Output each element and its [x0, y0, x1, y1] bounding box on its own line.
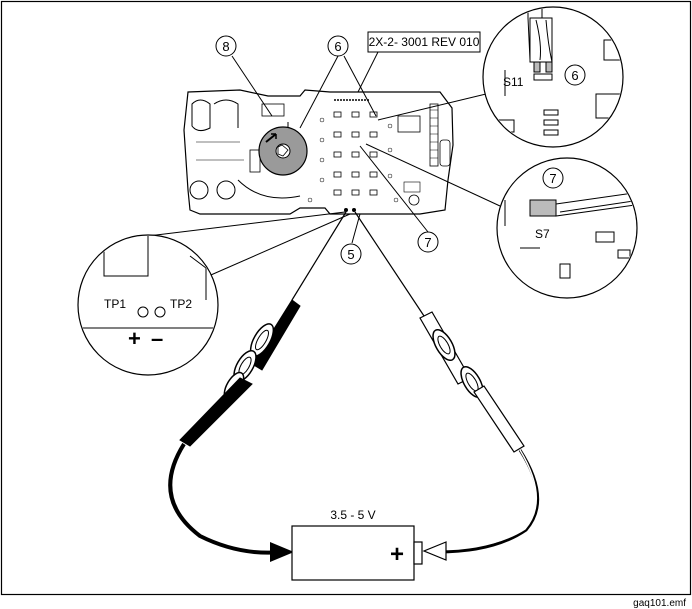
svg-text:7: 7 — [424, 235, 431, 250]
black-probe — [168, 211, 347, 562]
board-label: 2X-2- 3001 REV 010 — [367, 31, 481, 53]
svg-text:6: 6 — [334, 39, 341, 54]
tp2-label: TP2 — [170, 297, 192, 311]
tp-minus-sign: – — [151, 326, 163, 351]
tp1-label: TP1 — [104, 297, 126, 311]
inset-tp-leader-bottom — [203, 213, 351, 279]
figure-reference: gaq101.emf — [633, 598, 686, 609]
callout-6-inset: 6 — [571, 68, 578, 83]
supply-voltage: 3.5 - 5 V — [330, 508, 375, 522]
figure-frame — [0, 0, 692, 596]
svg-text:2X-2- 3001 REV 010: 2X-2- 3001 REV 010 — [369, 35, 480, 49]
pc-board — [183, 89, 454, 215]
svg-text:8: 8 — [222, 39, 229, 54]
tp-plus-sign: + — [128, 326, 141, 351]
inset-s11: S11 6 — [482, 6, 624, 148]
callout-8: 8 — [215, 35, 237, 57]
inset-s11-leader — [377, 93, 487, 121]
white-probe — [354, 211, 540, 561]
callout-6-board: 6 — [327, 35, 349, 57]
tp2-pad — [154, 306, 166, 318]
tp1-pad — [137, 306, 149, 318]
inset-s7-leader — [365, 143, 501, 207]
callout-7-inset: 7 — [549, 171, 556, 186]
callout-5: 5 — [340, 243, 362, 265]
svg-text:5: 5 — [347, 247, 354, 262]
callout-leaders — [231, 51, 429, 244]
inset-s7: S7 7 — [496, 157, 638, 299]
s11-label: S11 — [503, 75, 524, 89]
inset-test-points: TP1 TP2 + – — [77, 234, 219, 376]
callout-7-board: 7 — [417, 231, 439, 253]
s7-label: S7 — [535, 227, 550, 241]
inset-tp-leader-top — [147, 211, 346, 237]
supply-plus-sign: + — [390, 541, 404, 568]
power-supply: 3.5 - 5 V + — [291, 508, 423, 581]
